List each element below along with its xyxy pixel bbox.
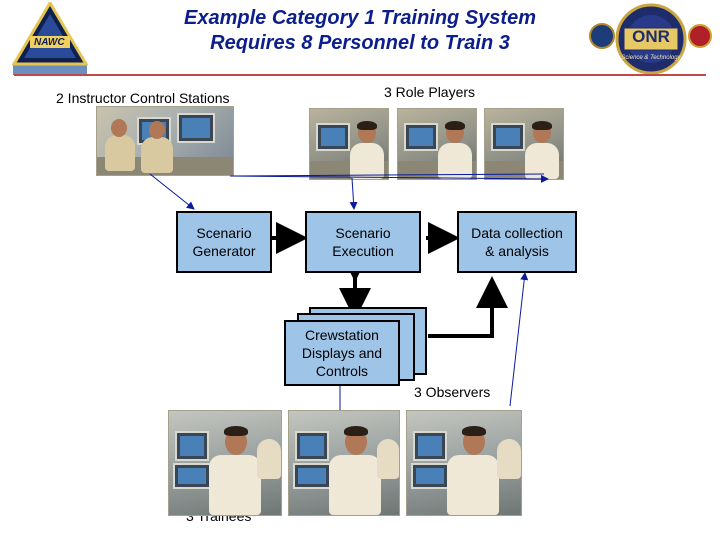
box-line: Execution — [332, 242, 393, 260]
box-line: Scenario — [192, 224, 255, 242]
box-line: & analysis — [471, 242, 563, 260]
instructor-link-lines — [150, 174, 548, 209]
box-line: Controls — [302, 362, 382, 380]
scenario-generator-box: Scenario Generator — [176, 211, 272, 273]
scenario-execution-box: Scenario Execution — [305, 211, 421, 273]
crewstation-box: Crewstation Displays and Controls — [284, 320, 400, 386]
box-line: Generator — [192, 242, 255, 260]
box-line: Displays and — [302, 344, 382, 362]
data-collection-box: Data collection & analysis — [457, 211, 577, 273]
role-players-to-execution-link — [352, 178, 354, 209]
box-line: Data collection — [471, 224, 563, 242]
box-line: Crewstation — [302, 326, 382, 344]
box-line: Scenario — [332, 224, 393, 242]
observers-to-data-link — [510, 273, 525, 406]
crewstation-to-data-arrow — [428, 284, 492, 336]
